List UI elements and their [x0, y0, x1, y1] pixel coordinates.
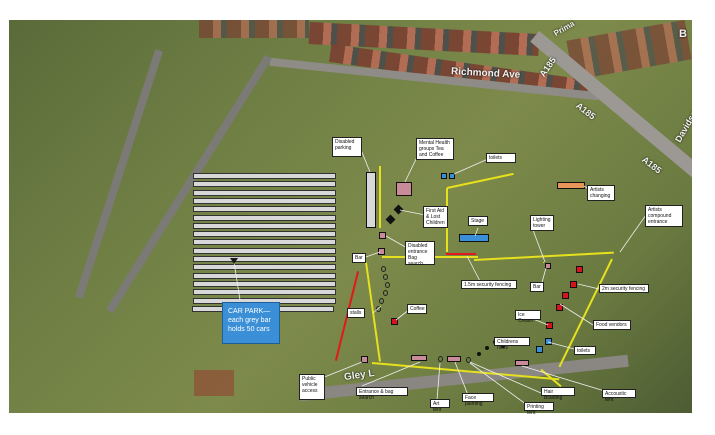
- label-mental-health: Mental Health groups Tea and Coffee: [416, 138, 454, 160]
- car-park-bar: [193, 280, 336, 287]
- car-park-bar: [193, 181, 336, 188]
- label-security-15: 1.5m security fencing: [461, 280, 517, 289]
- label-first-aid: First Aid & Lost Children: [423, 206, 448, 228]
- label-ice-cream: Ice Cream: [515, 310, 541, 324]
- disabled-parking-bar: [366, 172, 376, 228]
- label-public-vehicle: Public vehicle access: [299, 374, 325, 400]
- label-disabled-parking: Disabled parking: [332, 137, 362, 157]
- toilets-bottom-marker-2: [545, 338, 552, 345]
- label-disabled-entrance: Disabled entrance Bag search: [405, 241, 435, 267]
- ride-dot-1: [477, 352, 481, 356]
- lighting-tower-marker: [543, 262, 544, 263]
- label-food-vendors: Food vendors: [593, 320, 631, 330]
- car-park-bar: [193, 173, 336, 179]
- label-entrance-bag: Entrance & bag search: [356, 387, 408, 401]
- label-lighting-tower: Lighting tower: [530, 215, 554, 231]
- label-hair-braiding: Hair Braiding: [541, 387, 575, 401]
- stall-circle-5: [379, 298, 384, 304]
- car-park-bar: [193, 239, 336, 246]
- stall-circle-6: [376, 306, 381, 312]
- disabled-entrance-marker: [379, 232, 386, 239]
- coffee-marker: [391, 318, 398, 325]
- car-park-bar: [193, 206, 336, 213]
- stall-circle-7: [438, 356, 443, 362]
- label-stalls: stalls: [347, 308, 365, 318]
- bottom-building: [194, 370, 234, 396]
- label-face-painting: Face painting: [462, 393, 494, 407]
- toilets-top-2: [449, 173, 455, 179]
- food-vendor-4: [556, 304, 563, 311]
- stage-marker: [459, 234, 489, 242]
- label-printing-tent: Printing tent: [524, 402, 554, 416]
- entrance-marker: [411, 355, 427, 361]
- food-vendor-1: [576, 266, 583, 273]
- label-stage: Stage: [468, 216, 488, 226]
- mental-health-tent: [396, 182, 412, 196]
- car-park-bar: [193, 256, 336, 262]
- public-vehicle-marker: [361, 356, 368, 363]
- ride-dot-4: [501, 344, 505, 348]
- stall-circle-1: [381, 266, 386, 272]
- stall-circle-2: [383, 274, 388, 280]
- label-security-2: 2m security fencing: [599, 284, 649, 293]
- food-vendor-3: [562, 292, 569, 299]
- food-vendor-5: [546, 322, 553, 329]
- label-artists-changing: Artists changing: [587, 185, 615, 201]
- label-toilets-top: toilets: [486, 153, 516, 163]
- label-bar-right: Bar: [530, 282, 544, 292]
- label-artists-compound: Artists compound entrance: [645, 205, 683, 227]
- houses-row-4: [199, 20, 309, 38]
- label-art-tent: Art tent: [430, 399, 450, 413]
- food-vendor-2: [570, 281, 577, 288]
- car-park-bar: [193, 289, 336, 296]
- car-park-bar: [193, 222, 336, 229]
- face-painting-marker: [447, 356, 461, 362]
- car-park-bar: [193, 231, 336, 238]
- stall-circle-8: [466, 357, 471, 363]
- toilets-bottom-marker: [536, 346, 543, 353]
- red-fence-short: [446, 253, 476, 255]
- road-label-corner: B: [679, 28, 687, 40]
- label-toilets-bottom: toilets: [574, 346, 596, 355]
- stall-circle-3: [385, 282, 390, 288]
- ride-dot-2: [485, 346, 489, 350]
- car-park-bar: [193, 214, 336, 221]
- car-park-bar: [193, 272, 336, 279]
- label-childrens-rides: Childrens rides: [494, 337, 530, 351]
- hair-braiding-marker: [515, 360, 529, 366]
- car-park-bar: [193, 264, 336, 271]
- car-park-bar: [193, 189, 336, 196]
- label-coffee: Coffee: [407, 304, 427, 314]
- toilets-top-1: [441, 173, 447, 179]
- car-park-note: CAR PARK— each grey bar holds 50 cars: [222, 302, 280, 344]
- bar-right-marker: [545, 263, 551, 269]
- yellow-fence-left-vertical: [379, 166, 381, 228]
- label-bar-left: Bar: [352, 253, 366, 263]
- car-park-bar: [193, 247, 336, 254]
- bar-left-marker: [378, 248, 385, 255]
- stall-circle-4: [383, 290, 388, 296]
- label-acoustic-tent: Accoustic tent: [602, 389, 636, 403]
- car-park-bar: [193, 197, 336, 204]
- artists-changing-marker: [557, 182, 585, 189]
